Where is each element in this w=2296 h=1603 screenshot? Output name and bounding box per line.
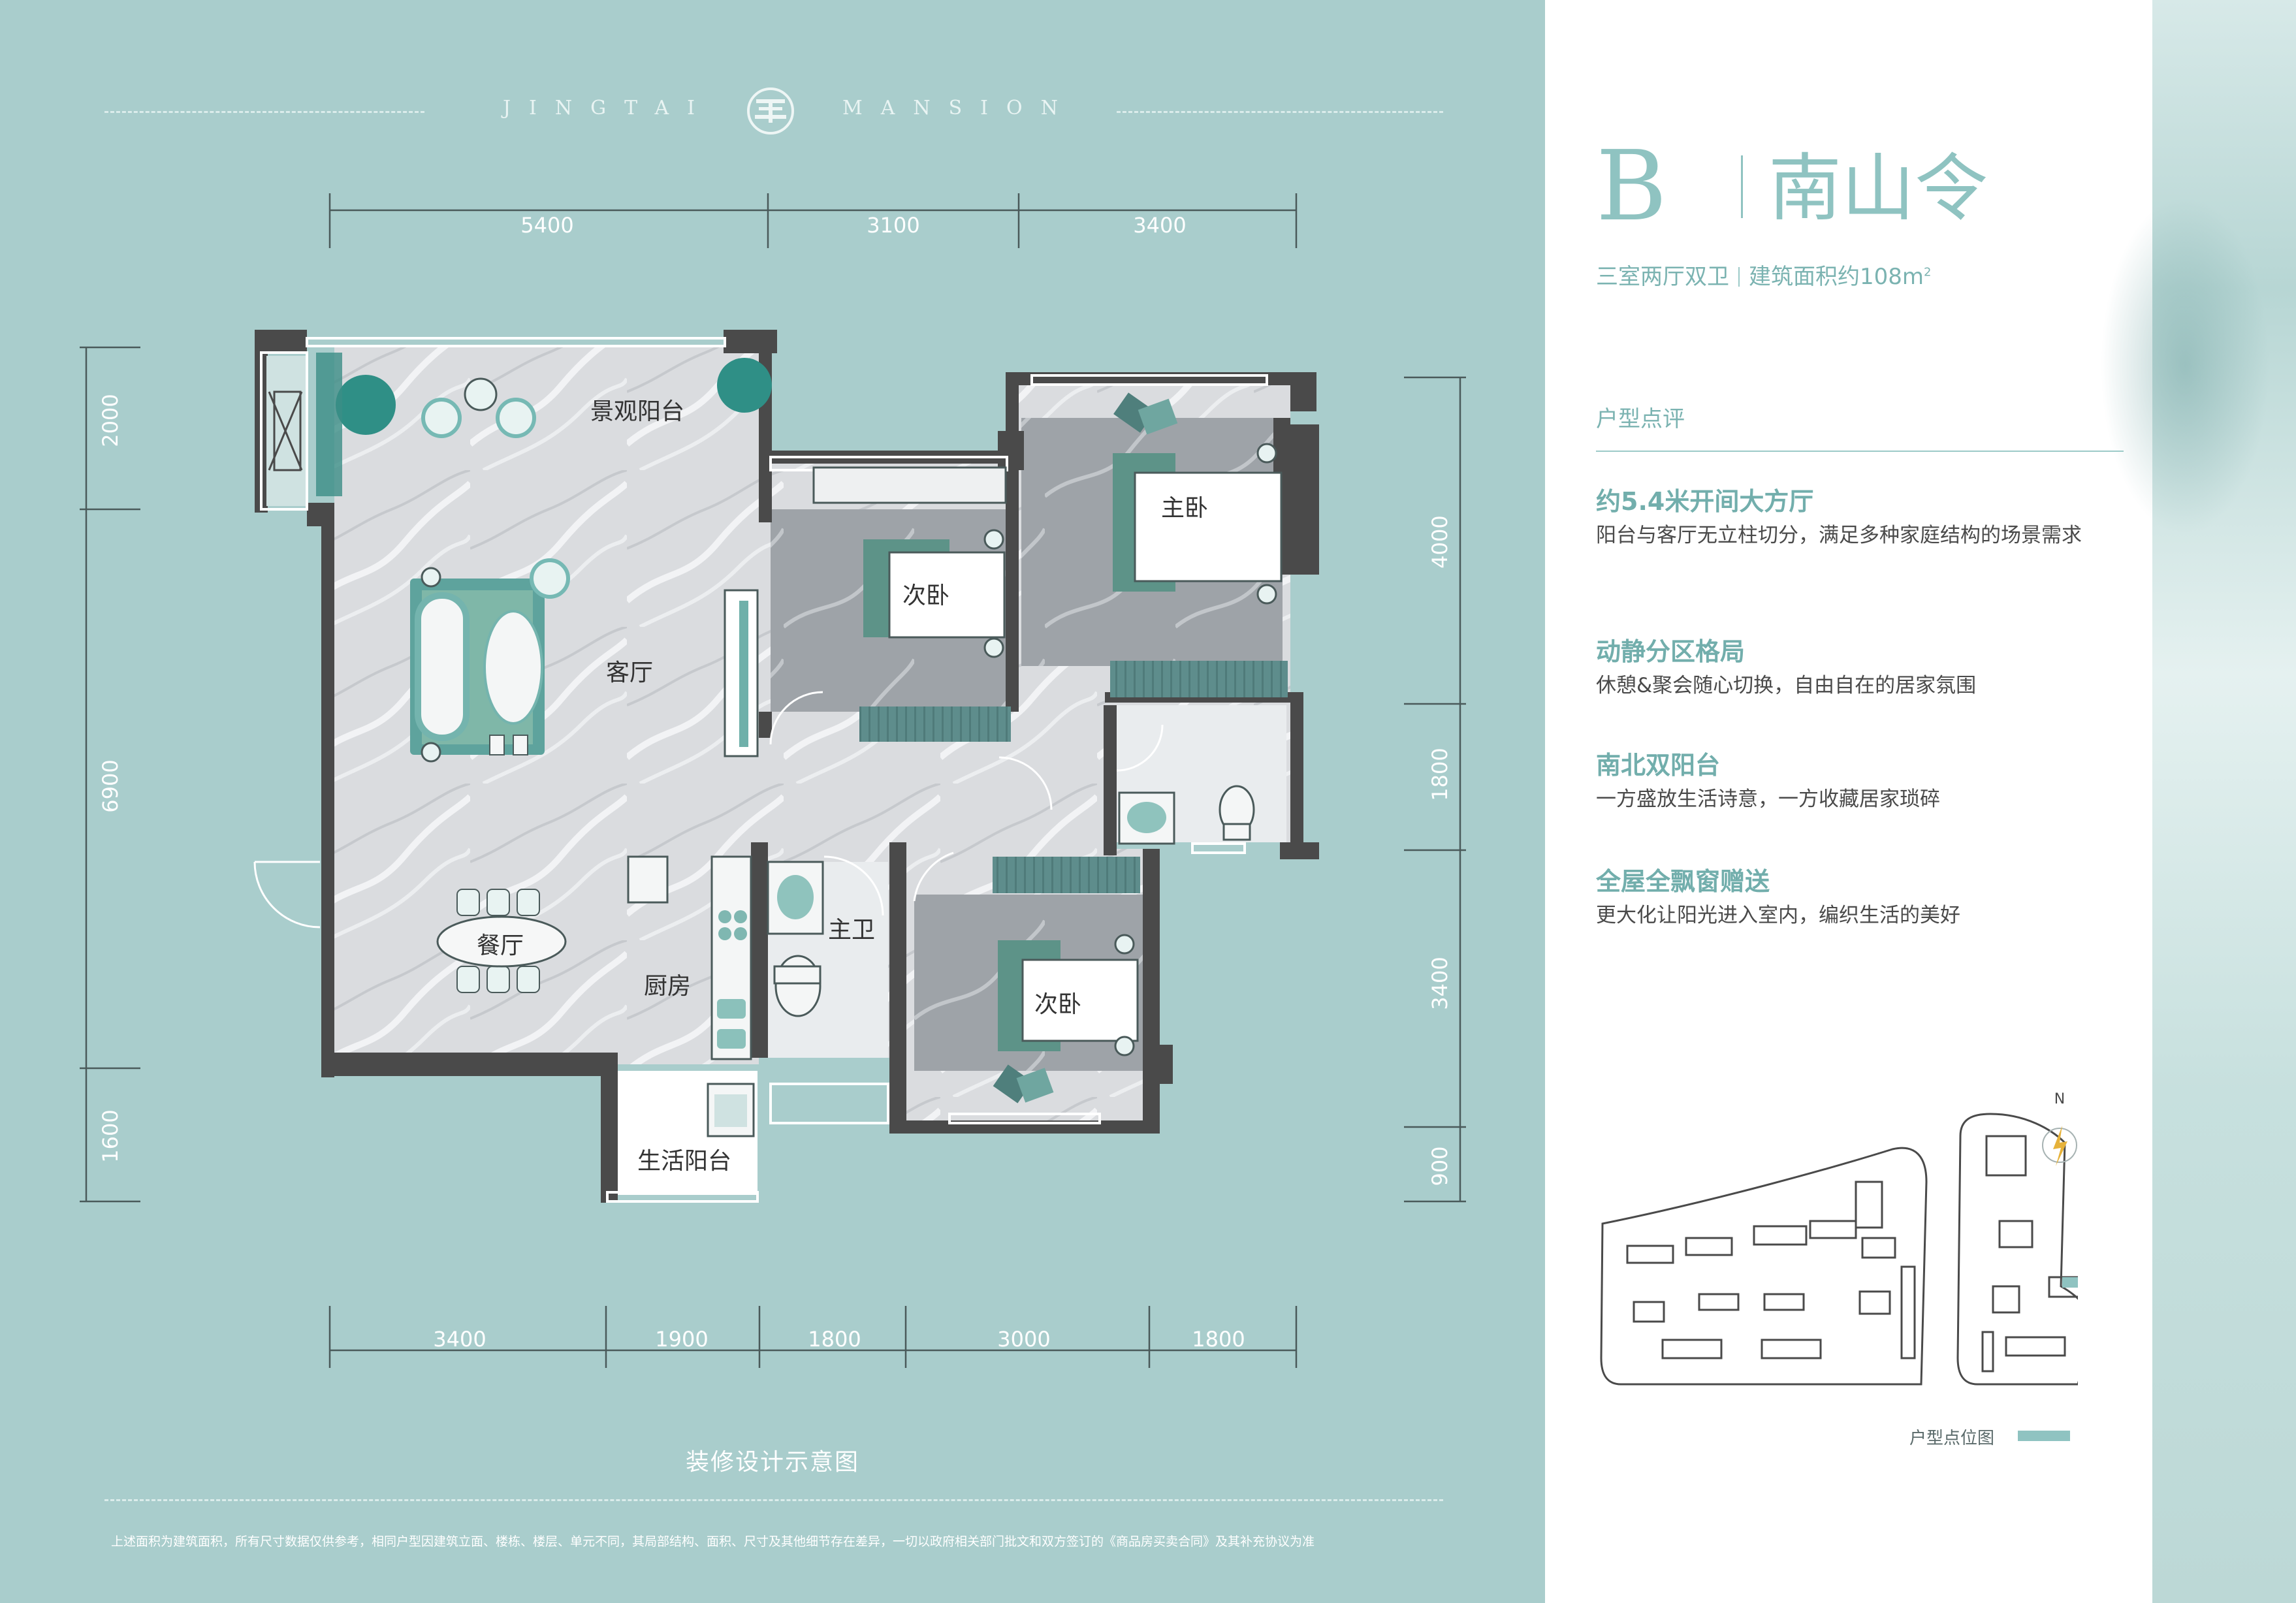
room-kitchen: 厨房 bbox=[644, 973, 691, 1000]
unit-name: 南山令 bbox=[1768, 146, 1988, 231]
bedroom-2a-furniture bbox=[812, 466, 1011, 742]
north-label: N bbox=[2054, 1091, 2065, 1107]
site-plan-map: N bbox=[1600, 1091, 2078, 1386]
unit-subline: 三室两厅双卫建筑面积约108m2 bbox=[1596, 259, 1931, 291]
dim-left-2: 6900 bbox=[98, 759, 123, 812]
review-point: 全屋全飘窗赠送 更大化让阳光进入室内，编织生活的美好 bbox=[1596, 865, 2131, 932]
review-rule bbox=[1596, 451, 2124, 452]
dim-bottom-5: 1800 bbox=[1192, 1327, 1245, 1352]
dim-left-3: 1600 bbox=[98, 1109, 123, 1162]
dim-bottom-1: 3400 bbox=[433, 1327, 486, 1352]
subline-separator bbox=[1738, 267, 1740, 287]
unit-layout: 三室两厅双卫 bbox=[1596, 264, 1729, 290]
dim-top-2: 3100 bbox=[867, 213, 919, 238]
site-legend-label: 户型点位图 bbox=[1909, 1429, 1995, 1448]
review-point: 动静分区格局 休憩&聚会随心切换，自由自在的居家氛围 bbox=[1596, 635, 2131, 703]
brand-logo-icon bbox=[747, 87, 794, 135]
bedroom-2b-furniture bbox=[993, 857, 1140, 1103]
room-living: 客厅 bbox=[606, 659, 653, 686]
second-bath-fixtures bbox=[1118, 785, 1255, 845]
review-point-desc: 更大化让阳光进入室内，编织生活的美好 bbox=[1596, 904, 1960, 927]
dining-furniture bbox=[436, 889, 567, 993]
room-master-bath: 主卫 bbox=[828, 917, 875, 944]
brand-header: JINGTAI MANSION bbox=[104, 87, 1443, 135]
info-panel: B 南山令 三室两厅双卫建筑面积约108m2 户型点评 约5.4米开间大方厅 阳… bbox=[1545, 0, 2296, 1603]
review-point-desc: 阳台与客厅无立柱切分，满足多种家庭结构的场景需求 bbox=[1596, 524, 2082, 547]
room-bedroom-2a: 次卧 bbox=[902, 582, 949, 609]
review-point: 约5.4米开间大方厅 阳台与客厅无立柱切分，满足多种家庭结构的场景需求 bbox=[1596, 484, 2131, 552]
balcony-furniture bbox=[266, 353, 772, 506]
plan-caption: 装修设计示意图 bbox=[685, 1449, 859, 1476]
review-point-desc: 一方盛放生活诗意，一方收藏居家琐碎 bbox=[1596, 787, 1940, 811]
brand-dash-left bbox=[104, 111, 424, 113]
compass-needle-icon bbox=[2053, 1126, 2067, 1166]
room-balcony-view: 景观阳台 bbox=[590, 398, 684, 425]
unit-area: 建筑面积约108m bbox=[1749, 264, 1924, 290]
master-bedroom-furniture bbox=[1110, 392, 1288, 697]
floor-plan: 5400 3100 3400 3400 1900 1800 3000 1800 … bbox=[80, 193, 1466, 1368]
room-master: 主卧 bbox=[1161, 495, 1208, 522]
bottom-divider bbox=[104, 1499, 1443, 1501]
kitchen-fixtures bbox=[627, 855, 755, 1137]
dim-right-2: 1800 bbox=[1427, 748, 1452, 801]
room-dining: 餐厅 bbox=[477, 932, 524, 959]
unit-location-marker bbox=[2062, 1277, 2078, 1288]
compass-icon bbox=[2042, 1128, 2077, 1163]
dim-right-1: 4000 bbox=[1427, 515, 1452, 568]
dim-top-1: 5400 bbox=[520, 213, 573, 238]
room-labels: 景观阳台 客厅 次卧 主卧 餐厅 厨房 主卫 次卧 生活阳台 bbox=[477, 398, 1208, 1175]
review-point-heading: 约5.4米开间大方厅 bbox=[1596, 487, 1814, 516]
floorplan-panel: JINGTAI MANSION bbox=[80, 87, 1466, 1549]
dimension-lines bbox=[80, 193, 1466, 1368]
brand-dash-right bbox=[1117, 111, 1443, 113]
dim-right-4: 900 bbox=[1427, 1146, 1452, 1186]
review-point-heading: 动静分区格局 bbox=[1596, 637, 1746, 666]
brand-word-left: JINGTAI bbox=[503, 97, 713, 119]
living-furniture bbox=[410, 558, 759, 763]
dim-right-3: 3400 bbox=[1427, 957, 1452, 1009]
doors bbox=[253, 691, 1164, 1137]
unit-letter: B bbox=[1596, 130, 1667, 242]
dim-top-3: 3400 bbox=[1133, 213, 1186, 238]
windows bbox=[260, 337, 1268, 1203]
dim-bottom-4: 3000 bbox=[997, 1327, 1050, 1352]
review-point-desc: 休憩&聚会随心切换，自由自在的居家氛围 bbox=[1596, 674, 1977, 697]
unit-area-sup: 2 bbox=[1924, 265, 1932, 279]
room-utility-balcony: 生活阳台 bbox=[637, 1148, 731, 1175]
review-point-heading: 南北双阳台 bbox=[1596, 751, 1721, 780]
title-separator bbox=[1741, 155, 1743, 218]
review-title: 户型点评 bbox=[1596, 406, 1685, 432]
room-bedroom-2b: 次卧 bbox=[1034, 991, 1081, 1018]
dim-bottom-2: 1900 bbox=[655, 1327, 708, 1352]
dimension-labels: 5400 3100 3400 3400 1900 1800 3000 1800 … bbox=[98, 213, 1452, 1352]
review-point: 南北双阳台 一方盛放生活诗意，一方收藏居家琐碎 bbox=[1596, 748, 2131, 816]
site-legend-swatch bbox=[2018, 1431, 2070, 1441]
dim-left-1: 2000 bbox=[98, 394, 123, 447]
bath-fixtures bbox=[767, 861, 824, 1017]
brand-word-right: MANSION bbox=[842, 97, 1076, 119]
disclaimer: 上述面积为建筑面积，所有尺寸数据仅供参考，相同户型因建筑立面、楼栋、楼层、单元不… bbox=[111, 1534, 1315, 1549]
dim-bottom-3: 1800 bbox=[808, 1327, 861, 1352]
watercolor-blot bbox=[2100, 196, 2270, 535]
site-buildings bbox=[1626, 1135, 2078, 1373]
review-point-heading: 全屋全飘窗赠送 bbox=[1596, 867, 1770, 896]
